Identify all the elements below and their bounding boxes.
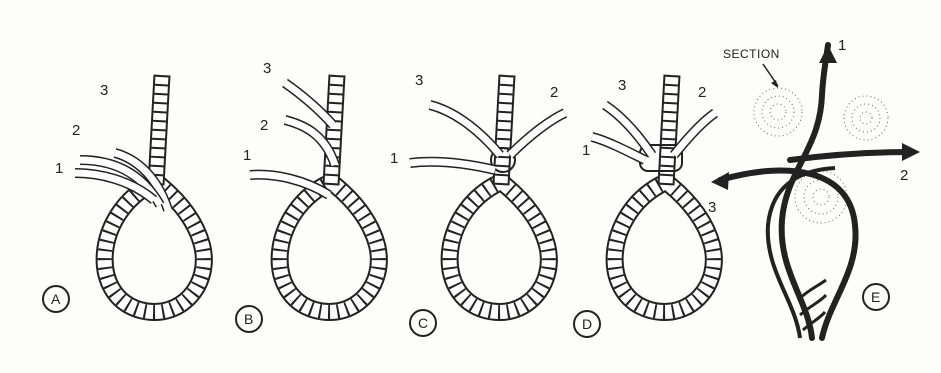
strand-label-3: 3 [263, 60, 271, 77]
strand-label-1: 1 [390, 150, 398, 167]
panel-label-b: B [236, 306, 262, 332]
panel-label-d: D [574, 311, 600, 337]
strand-label-2: 2 [550, 84, 558, 101]
strand-label-1: 1 [243, 147, 251, 164]
section-label: SECTION [723, 47, 780, 61]
strand-label-1: 1 [838, 37, 846, 54]
panel-b: 3 2 1 [243, 60, 379, 312]
svg-text:C: C [418, 315, 428, 331]
strand-label-3: 3 [618, 77, 626, 94]
panel-a: 3 2 1 [55, 75, 204, 312]
strand-label-2: 2 [900, 167, 908, 184]
strand-label-1: 1 [55, 160, 63, 177]
strand-label-3: 3 [415, 72, 423, 89]
section-dot-upper-right [844, 96, 888, 140]
strand-label-2: 2 [698, 84, 706, 101]
strand-label-2: 2 [260, 117, 268, 134]
panel-c: 3 2 1 [390, 72, 565, 312]
strand-label-2: 2 [72, 122, 80, 139]
svg-text:B: B [244, 311, 253, 327]
svg-text:A: A [51, 291, 61, 307]
strand-label-3: 3 [100, 82, 108, 99]
svg-text:D: D [582, 316, 592, 332]
svg-text:E: E [871, 289, 880, 305]
strand-label-1: 1 [582, 142, 590, 159]
panel-d: 3 2 1 [582, 75, 715, 312]
strand-label-3: 3 [708, 199, 716, 216]
panel-label-e: E [863, 284, 889, 310]
section-dot-upper-left [754, 88, 802, 136]
panel-label-a: A [43, 286, 69, 312]
panel-label-c: C [410, 310, 436, 336]
